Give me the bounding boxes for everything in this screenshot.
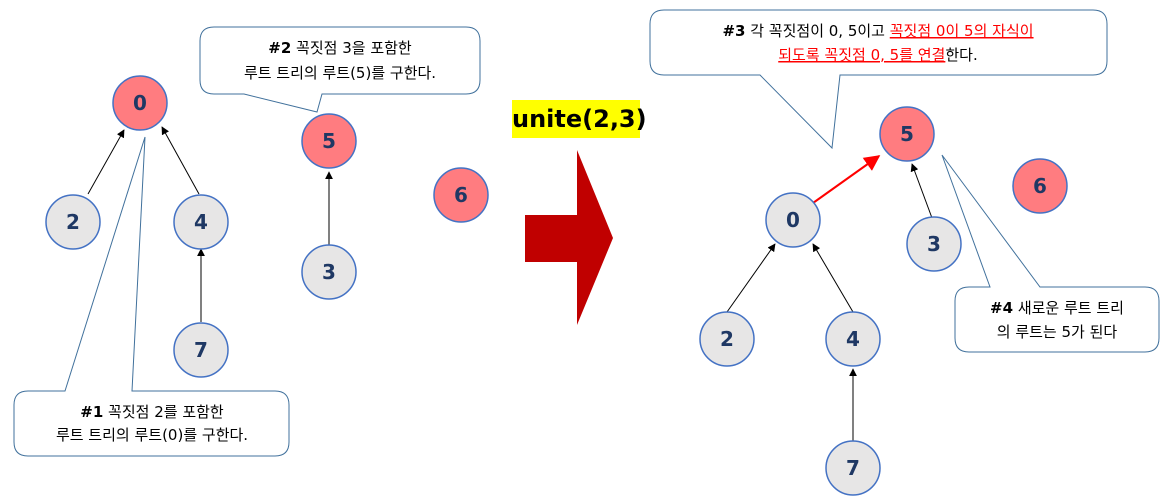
node-2-left: 2: [45, 194, 101, 250]
svg-text:6: 6: [454, 183, 468, 207]
svg-text:2: 2: [720, 327, 734, 351]
node-2-right: 2: [699, 311, 755, 367]
edge-3-to-5: [910, 163, 933, 219]
svg-text:3: 3: [927, 232, 941, 256]
node-7-right: 7: [825, 440, 881, 496]
node-0-right: 0: [765, 192, 821, 248]
node-5-right: 5: [879, 106, 935, 162]
callout-1-line2: 루트 트리의 루트(0)를 구한다.: [56, 426, 248, 444]
svg-text:6: 6: [1033, 174, 1047, 198]
svg-text:0: 0: [133, 91, 147, 115]
callout-2-line2: 루트 트리의 루트(5)를 구한다.: [244, 64, 436, 82]
node-6-left: 6: [433, 167, 489, 223]
svg-text:0: 0: [786, 208, 800, 232]
edge-4-to-0: [812, 243, 854, 313]
callout-2-line1: #2 꼭짓점 3을 포함한: [268, 39, 412, 57]
node-4-right: 4: [825, 311, 881, 367]
edge-0-to-5-new: [812, 155, 881, 204]
callout-1-line1: #1 꼭짓점 2를 포함한: [80, 403, 224, 421]
operation-label: unite(2,3): [512, 100, 647, 138]
left-edges: [87, 126, 333, 322]
svg-text:7: 7: [846, 456, 860, 480]
transition-arrow: [525, 150, 613, 325]
right-edges: [726, 155, 933, 442]
svg-text:4: 4: [194, 210, 208, 234]
callout-3-line2: 되도록 꼭짓점 0, 5를 연결한다.: [778, 46, 978, 64]
node-6-right: 6: [1012, 158, 1068, 214]
node-3-left: 3: [301, 244, 357, 300]
callout-1: #1 꼭짓점 2를 포함한 루트 트리의 루트(0)를 구한다.: [13, 136, 290, 457]
svg-text:5: 5: [900, 122, 914, 146]
callout-4-line1: #4 새로운 루트 트리: [990, 299, 1124, 317]
callout-4: #4 새로운 루트 트리 의 루트는 5가 된다: [941, 154, 1160, 353]
svg-text:4: 4: [846, 327, 860, 351]
edge-2-to-0: [726, 243, 776, 313]
left-forest: 0 2 4 7 5 3 6: [45, 75, 489, 378]
svg-text:3: 3: [322, 260, 336, 284]
callout-3: #3 각 꼭짓점이 0, 5이고 꼭짓점 0이 5의 자식이 되도록 꼭짓점 0…: [649, 9, 1108, 150]
svg-text:5: 5: [322, 129, 336, 153]
edge-2-to-0: [87, 129, 125, 195]
node-4-left: 4: [173, 194, 229, 250]
node-7-left: 7: [173, 322, 229, 378]
callout-4-line2: 의 루트는 5가 된다: [997, 323, 1118, 341]
node-5-left: 5: [301, 113, 357, 169]
callout-3-line1: #3 각 꼭짓점이 0, 5이고 꼭짓점 0이 5의 자식이: [722, 22, 1033, 40]
edge-4-to-0: [161, 126, 200, 195]
node-0-left: 0: [112, 75, 168, 131]
svg-text:7: 7: [194, 338, 208, 362]
node-3-right: 3: [906, 216, 962, 272]
callout-2: #2 꼭짓점 3을 포함한 루트 트리의 루트(5)를 구한다.: [199, 26, 481, 113]
svg-text:2: 2: [66, 210, 80, 234]
right-tree: 5 0 3 2 4 7 6: [699, 106, 1068, 496]
